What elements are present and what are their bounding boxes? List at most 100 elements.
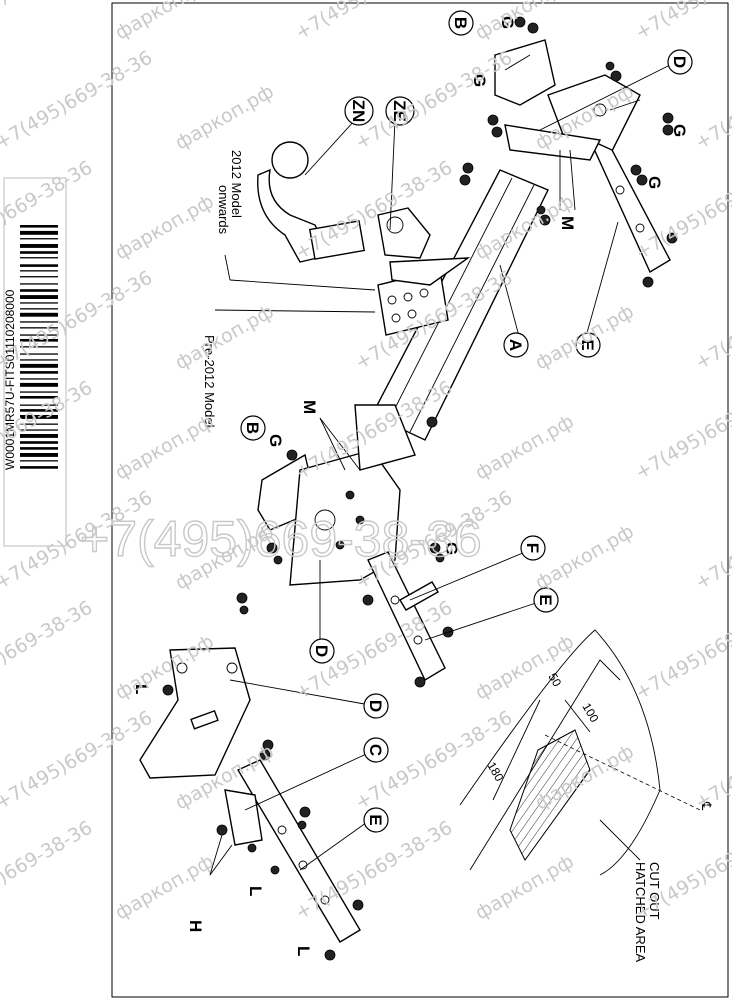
- watermark-text: фаркоп.рф: [112, 410, 218, 484]
- barcode: [20, 225, 58, 469]
- watermark-text: фаркоп.рф: [532, 300, 638, 374]
- label-a: A: [506, 339, 525, 351]
- barcode-bar: [20, 359, 58, 361]
- label-g-1: G: [498, 16, 517, 29]
- watermark-text: фаркоп.рф: [472, 410, 578, 484]
- note-2012-line1: 2012 Model: [229, 150, 244, 218]
- watermark-text: +7(495)669-38-36: [0, 0, 96, 44]
- barcode-bar: [20, 276, 58, 278]
- watermark-text: +7(495)669-38-36: [292, 157, 457, 265]
- watermark-text: фаркоп.рф: [472, 850, 578, 924]
- watermark-text: +7(495)669-38-36: [0, 817, 96, 925]
- watermark-text: фаркоп.рф: [532, 520, 638, 594]
- part-labels: A B B C D D D E E E F ZN ZE: [240, 10, 693, 833]
- barcode-bar: [20, 415, 58, 419]
- side-plate-top: [494, 39, 556, 106]
- barcode-bar: [20, 244, 58, 248]
- barcode-bar: [20, 225, 58, 228]
- barcode-bar: [20, 363, 58, 368]
- barcode-bar: [20, 382, 58, 387]
- fasteners: [236, 16, 678, 688]
- bolt-labels: G G G G G G M M H L L L: [132, 16, 689, 956]
- barcode-bar: [20, 251, 58, 254]
- barcode-bar: [20, 409, 58, 412]
- barcode-bar: [20, 447, 58, 450]
- watermark-text: +7(495)669-38-36: [0, 707, 156, 815]
- hatched-area: [509, 729, 591, 861]
- notes: 2012 Model onwards Pre-2012 Model CUT OU…: [202, 150, 714, 962]
- barcode-bar: [20, 283, 58, 285]
- dimension-180: 180: [484, 760, 506, 785]
- arm-e-low: [236, 759, 361, 943]
- bracket-c: [224, 789, 263, 846]
- label-l-2: L: [246, 886, 265, 896]
- barcode-block: W0001MR57U-FITS01110208000: [3, 177, 67, 547]
- note-centre-line: ℄: [699, 801, 714, 811]
- dimension-50: 50: [545, 671, 564, 690]
- watermark-text: фаркоп.рф: [112, 190, 218, 264]
- barcode-bar: [20, 346, 58, 348]
- label-g-4: G: [645, 176, 664, 189]
- lower-assembly: [139, 647, 364, 961]
- label-l-1: L: [132, 684, 151, 694]
- label-l-3: L: [294, 946, 313, 956]
- barcode-bar: [20, 423, 58, 425]
- watermark-phone-large: +7(495)669-38-36: [80, 511, 482, 567]
- watermark-text: +7(495)669-38-36: [692, 487, 732, 595]
- label-b-mid: B: [243, 422, 262, 434]
- barcode-bar: [20, 295, 58, 299]
- watermark-text: +7(495)669-38-36: [692, 267, 732, 375]
- barcode-bar: [20, 334, 58, 336]
- barcode-bar: [20, 327, 58, 329]
- arm-e-top: [588, 138, 671, 274]
- barcode-bar: [20, 339, 58, 342]
- watermark-text: фаркоп.рф: [112, 850, 218, 924]
- watermark-text: +7(495)669-38-36: [632, 0, 732, 44]
- note-cut-out-2: HATCHED AREA: [633, 862, 648, 962]
- barcode-bar: [20, 371, 58, 374]
- watermark-text: фаркоп.рф: [172, 80, 278, 154]
- main-assembly: [257, 39, 671, 681]
- label-g-5: G: [266, 434, 285, 447]
- towball: [257, 141, 366, 263]
- label-b-top: B: [451, 17, 470, 29]
- label-e-low: E: [366, 814, 385, 825]
- barcode-bar: [20, 289, 58, 292]
- label-zn: ZN: [349, 100, 368, 123]
- bracket-d-low: [139, 647, 251, 779]
- barcode-bar: [20, 230, 58, 235]
- barcode-bar: [20, 264, 58, 267]
- barcode-bar: [20, 404, 58, 406]
- electrics-socket: [377, 207, 431, 259]
- label-d-top: D: [670, 56, 689, 68]
- label-e-top: E: [578, 339, 597, 350]
- main-beam: [371, 169, 549, 441]
- note-cut-out-1: CUT OUT: [647, 862, 662, 920]
- barcode-bar: [20, 434, 58, 438]
- watermark-text: +7(495)669-38-36: [632, 597, 732, 705]
- dimension-100: 100: [579, 701, 601, 726]
- drawing-frame: [111, 2, 729, 998]
- barcode-bar: [20, 270, 58, 272]
- barcode-bar: [20, 238, 58, 240]
- label-g-2: G: [470, 74, 489, 87]
- label-d-mid: D: [312, 645, 331, 657]
- watermark-text: +7(495)669-38-36: [632, 157, 732, 265]
- barcode-bar: [20, 391, 58, 393]
- barcode-bar: [20, 429, 58, 431]
- label-g-6: G: [442, 542, 461, 555]
- label-c: C: [366, 744, 385, 756]
- watermark-text: +7(495)669-38-36: [0, 267, 156, 375]
- watermark-text: +7(495)669-38-36: [292, 0, 457, 44]
- barcode-bar: [20, 396, 58, 399]
- barcode-bar: [20, 353, 58, 355]
- cutout-detail: [459, 629, 701, 876]
- barcode-bar: [20, 321, 58, 323]
- watermark-text: +7(495)669-38-36: [632, 377, 732, 485]
- watermark-text: +7(495)669-38-36: [692, 707, 732, 815]
- label-g-3: G: [670, 124, 689, 137]
- barcode-bar: [20, 453, 58, 457]
- watermark-text: фаркоп.рф: [172, 300, 278, 374]
- label-e-mid: E: [536, 594, 555, 605]
